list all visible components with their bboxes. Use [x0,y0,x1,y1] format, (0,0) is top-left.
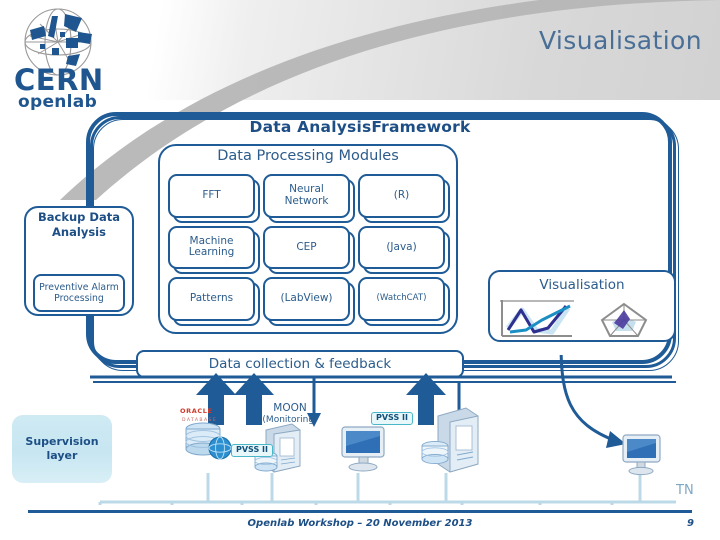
oracle-database-icon: ORACLE DATABASE [180,407,232,460]
module-cell: (LabView) [263,277,355,326]
module-cell: Patterns [168,277,260,326]
backup-data-analysis-title: Backup Data Analysis [38,210,120,239]
module-patterns[interactable]: Patterns [168,277,255,321]
network-bus [98,470,676,505]
globe-network-icon [24,8,92,76]
technical-network-label: TN [676,483,694,498]
footer-text: Openlab Workshop – 20 November 2013 [247,518,473,529]
desktop-monitor-icon [341,426,385,472]
footer-page-number: 9 [687,518,694,529]
server-tower-icon [254,423,301,473]
svg-text:ORACLE: ORACLE [180,407,213,415]
module-machine-learning[interactable]: Machine Learning [168,225,255,270]
bottom-layer-graphics [90,355,676,505]
module-neural-network[interactable]: Neural Network [263,174,350,218]
modules-grid: FFT Neural Network (R) Machine Learning … [168,174,450,326]
module-cell: Machine Learning [168,225,260,275]
line-chart-icon [500,300,574,337]
radar-chart-icon [600,302,648,337]
svg-text:DATABASE: DATABASE [182,417,217,423]
pvss-badge-2: PVSS II [371,412,413,425]
module-r[interactable]: (R) [358,174,445,218]
visualisation-connector [559,355,617,443]
logo-cern-text: CERN [14,63,104,97]
server-rack-icon [421,407,479,473]
cern-openlab-logo: CERN openlab [10,4,116,110]
page-title: Visualisation [538,26,702,55]
module-cell: FFT [168,174,260,223]
visualisation-connector-arrowhead [606,431,626,448]
moon-label: MOON [273,402,307,414]
framework-title: Data AnalysisFramework [249,118,471,136]
data-collection-feedback-box[interactable]: Data collection & feedback [136,350,464,378]
module-labview[interactable]: (LabView) [263,277,350,321]
preventive-alarm-processing-box[interactable]: Preventive Alarm Processing [33,274,125,312]
data-processing-modules-title: Data Processing Modules [217,148,399,164]
upload-arrows [196,373,446,425]
module-cell: (R) [358,174,450,223]
moon-sublabel: (Monitoring) [262,415,318,425]
visualisation-icons [500,300,648,337]
module-cep[interactable]: CEP [263,225,350,270]
bus-lines [90,375,676,383]
module-cell: CEP [263,225,355,275]
remote-monitor-icon [622,434,661,476]
pvss-badge-1: PVSS II [231,444,273,457]
module-cell: (Java) [358,225,450,275]
module-cell: (WatchCAT) [358,277,450,326]
logo-openlab-text: openlab [18,92,97,110]
supervision-layer-box: Supervision layer [12,415,112,483]
module-watchcat[interactable]: (WatchCAT) [358,277,445,321]
visualisation-box-label: Visualisation [539,277,625,293]
module-java[interactable]: (Java) [358,225,445,270]
footer-divider [28,510,692,513]
module-cell: Neural Network [263,174,355,223]
module-fft[interactable]: FFT [168,174,255,218]
